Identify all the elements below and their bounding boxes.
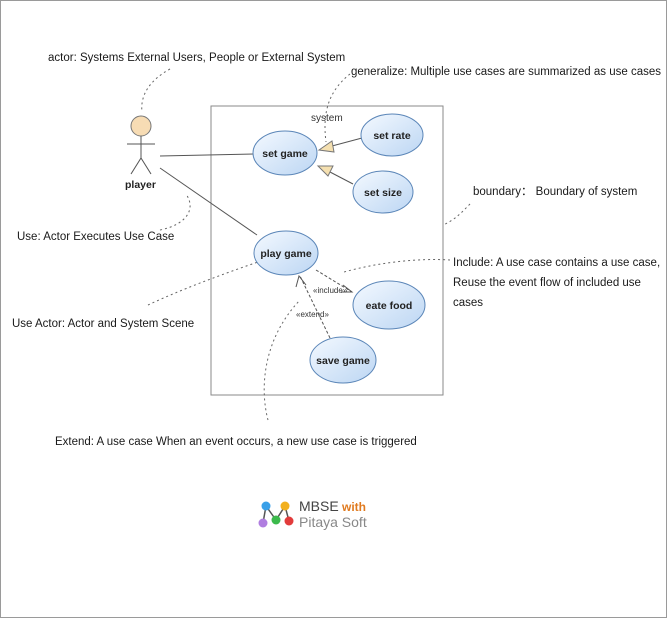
generalize-note-connector: [324, 73, 351, 143]
usecase-label: save game: [316, 355, 370, 367]
mbse-logo: MBSE with Pitaya Soft: [258, 498, 367, 530]
logo-pitaya-soft: Pitaya Soft: [299, 514, 367, 530]
actor-note-connector: [141, 68, 171, 113]
association-player-playgame: [159, 167, 258, 236]
usecase-label: set game: [262, 148, 308, 160]
actor-head-icon: [130, 115, 152, 137]
usecase-eate-food[interactable]: eate food: [352, 280, 426, 330]
annotation-boundary: boundary： Boundary of system: [473, 186, 637, 198]
actor-name: player: [125, 179, 156, 191]
logo-mbse: MBSE: [299, 498, 339, 514]
generalization-arrow-icon: [316, 165, 334, 177]
pitaya-logo-icon: [258, 501, 294, 528]
usecase-set-game[interactable]: set game: [252, 130, 318, 176]
extend-dependency: [299, 275, 331, 339]
include-dependency: [315, 269, 353, 293]
logo-with: with: [341, 500, 366, 514]
usecase-set-size[interactable]: set size: [352, 170, 414, 214]
annotation-connectors: [141, 68, 471, 421]
annotation-use-actor: Use Actor: Actor and System Scene: [12, 318, 194, 330]
annotation-include-line2: Reuse the event flow of included use: [453, 277, 641, 289]
extend-note-connector: [263, 299, 301, 421]
include-stereotype: «include»: [313, 286, 348, 295]
usecase-play-game[interactable]: play game: [253, 230, 319, 276]
annotation-actor: actor: Systems External Users, People or…: [48, 52, 345, 64]
usecase-label: set rate: [373, 130, 411, 142]
annotation-include-line1: Include: A use case contains a use case,: [453, 257, 660, 269]
extend-stereotype: «extend»: [296, 310, 329, 319]
include-note-connector: [343, 259, 451, 273]
use-note-connector: [159, 193, 191, 231]
usecase-save-game[interactable]: save game: [309, 336, 377, 384]
annotation-generalize: generalize: Multiple use cases are summa…: [351, 66, 661, 78]
annotation-extend: Extend: A use case When an event occurs,…: [55, 436, 417, 448]
actor-player[interactable]: player: [125, 115, 156, 191]
use-actor-note-connector: [147, 261, 259, 306]
system-label: system: [311, 113, 343, 124]
association-player-setgame: [159, 153, 255, 157]
annotation-include-line3: cases: [453, 297, 483, 309]
generalization-arrow-icon: [317, 140, 335, 153]
usecase-label: set size: [364, 187, 402, 199]
usecase-label: play game: [260, 248, 312, 260]
annotation-use: Use: Actor Executes Use Case: [17, 231, 174, 243]
usecase-set-rate[interactable]: set rate: [360, 113, 424, 157]
usecase-label: eate food: [366, 300, 413, 312]
boundary-note-connector: [442, 203, 471, 226]
